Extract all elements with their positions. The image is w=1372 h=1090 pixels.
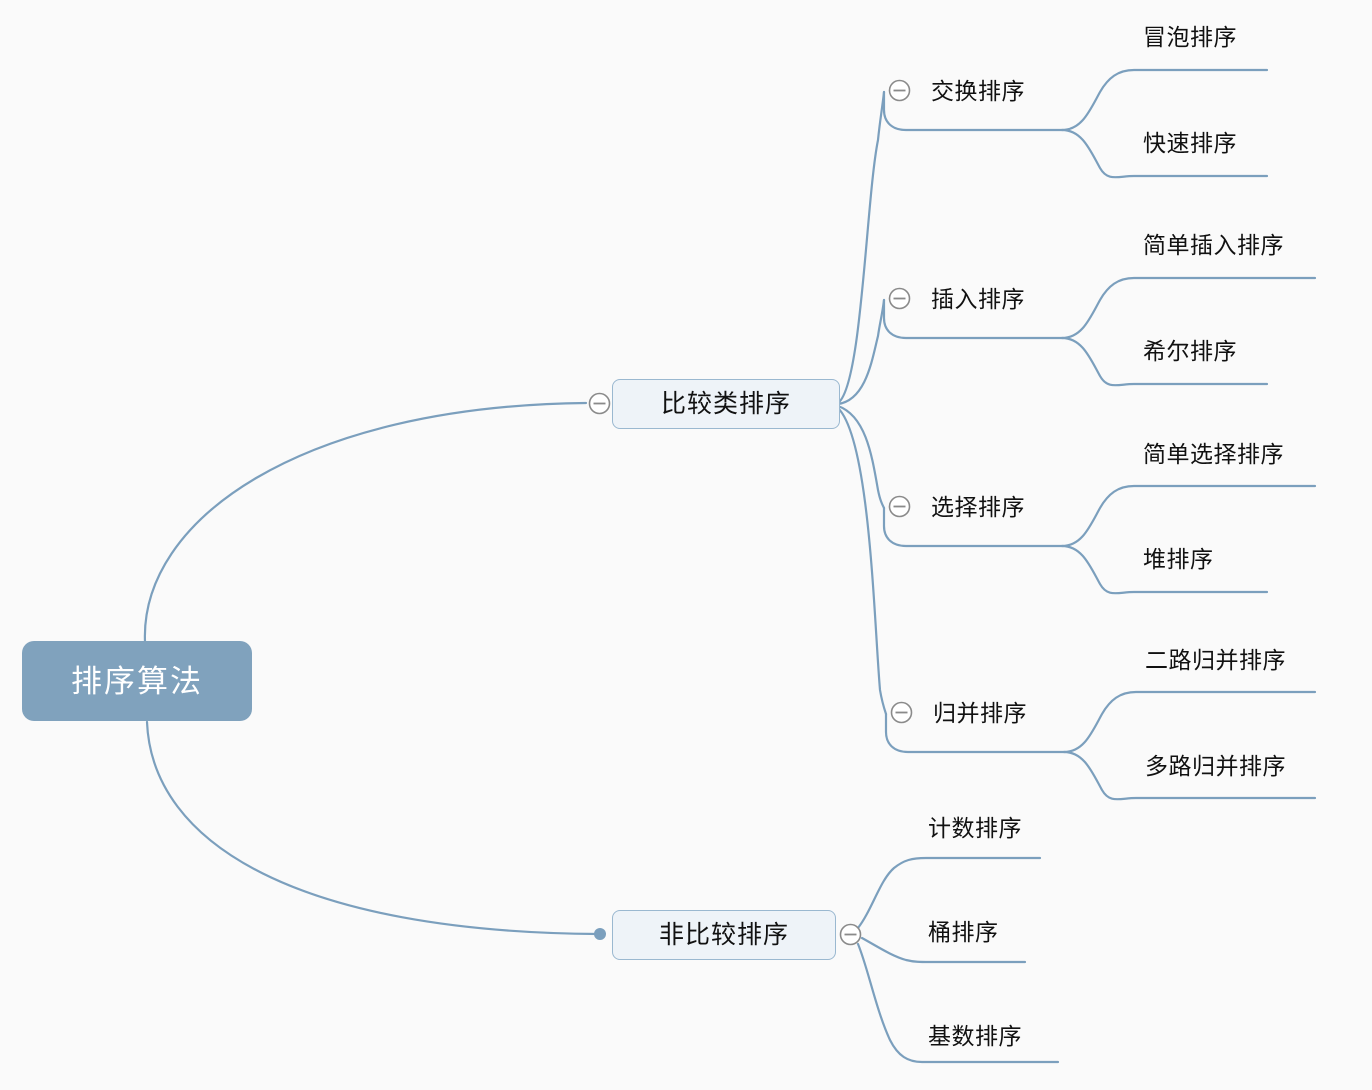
node-bubble-sort-label: 冒泡排序 — [1143, 24, 1237, 50]
edge-noncomparison-to-bucket — [860, 936, 1027, 964]
node-heap-sort[interactable]: 堆排序 — [1143, 546, 1214, 572]
toggle-noncomparison-sort[interactable] — [839, 923, 862, 946]
root-node-label: 排序算法 — [71, 663, 203, 699]
node-selection-sort[interactable]: 选择排序 — [931, 494, 1025, 520]
edge-merge-to-multi-way — [1062, 750, 1317, 801]
node-multi-way-merge-sort-label: 多路归并排序 — [1145, 753, 1286, 779]
edge-comparison-to-insertion — [836, 298, 886, 406]
edge-root-to-noncomparison — [145, 720, 600, 936]
edge-noncomparison-to-radix — [856, 942, 1060, 1064]
node-exchange-sort[interactable]: 交换排序 — [931, 78, 1025, 104]
node-heap-sort-label: 堆排序 — [1143, 546, 1214, 572]
edge-merge-to-two-way — [1062, 690, 1317, 754]
node-simple-selection-sort[interactable]: 简单选择排序 — [1143, 441, 1284, 467]
edge-exchange-underline — [882, 90, 1064, 132]
edge-insertion-underline — [882, 298, 1064, 340]
node-counting-sort[interactable]: 计数排序 — [928, 815, 1022, 841]
node-counting-sort-label: 计数排序 — [928, 815, 1022, 841]
node-merge-sort[interactable]: 归并排序 — [933, 700, 1027, 726]
node-exchange-sort-label: 交换排序 — [931, 78, 1025, 104]
edge-selection-underline — [882, 506, 1064, 548]
edge-exchange-to-bubble — [1060, 68, 1269, 132]
node-radix-sort-label: 基数排序 — [928, 1023, 1022, 1049]
node-quick-sort-label: 快速排序 — [1143, 130, 1237, 156]
node-two-way-merge-sort-label: 二路归并排序 — [1145, 647, 1286, 673]
edge-merge-underline — [884, 712, 1066, 754]
node-noncomparison-sort[interactable]: 非比较排序 — [612, 910, 836, 960]
node-comparison-sort[interactable]: 比较类排序 — [612, 379, 840, 429]
node-bucket-sort[interactable]: 桶排序 — [928, 919, 999, 945]
edge-exchange-to-quick — [1060, 128, 1269, 179]
node-merge-sort-label: 归并排序 — [933, 700, 1027, 726]
node-bubble-sort[interactable]: 冒泡排序 — [1143, 24, 1237, 50]
node-comparison-sort-label: 比较类排序 — [660, 390, 791, 418]
node-noncomparison-sort-label: 非比较排序 — [658, 921, 789, 949]
node-insertion-sort[interactable]: 插入排序 — [931, 286, 1025, 312]
toggle-insertion-sort[interactable] — [888, 287, 911, 310]
node-simple-selection-sort-label: 简单选择排序 — [1143, 441, 1284, 467]
node-selection-sort-label: 选择排序 — [931, 494, 1025, 520]
edge-comparison-to-selection — [836, 404, 886, 510]
root-node[interactable]: 排序算法 — [22, 641, 252, 721]
edge-root-to-comparison — [143, 401, 588, 644]
node-two-way-merge-sort[interactable]: 二路归并排序 — [1145, 647, 1286, 673]
node-simple-insertion-sort-label: 简单插入排序 — [1143, 232, 1284, 258]
toggle-merge-sort[interactable] — [890, 701, 913, 724]
node-shell-sort[interactable]: 希尔排序 — [1143, 338, 1237, 364]
edge-noncomparison-to-counting — [856, 856, 1042, 930]
edge-selection-to-simple — [1060, 484, 1317, 548]
edge-insertion-to-shell — [1060, 336, 1269, 387]
node-multi-way-merge-sort[interactable]: 多路归并排序 — [1145, 753, 1286, 779]
edge-comparison-to-merge — [836, 406, 888, 716]
node-radix-sort[interactable]: 基数排序 — [928, 1023, 1022, 1049]
node-quick-sort[interactable]: 快速排序 — [1143, 130, 1237, 156]
node-bucket-sort-label: 桶排序 — [928, 919, 999, 945]
toggle-exchange-sort[interactable] — [888, 79, 911, 102]
toggle-comparison-sort[interactable] — [588, 392, 611, 415]
edge-comparison-to-exchange — [836, 90, 886, 405]
toggle-selection-sort[interactable] — [888, 495, 911, 518]
connector-dot — [594, 928, 606, 940]
node-simple-insertion-sort[interactable]: 简单插入排序 — [1143, 232, 1284, 258]
edge-selection-to-heap — [1060, 544, 1269, 595]
node-shell-sort-label: 希尔排序 — [1143, 338, 1237, 364]
node-insertion-sort-label: 插入排序 — [931, 286, 1025, 312]
edge-insertion-to-simple — [1060, 276, 1317, 340]
